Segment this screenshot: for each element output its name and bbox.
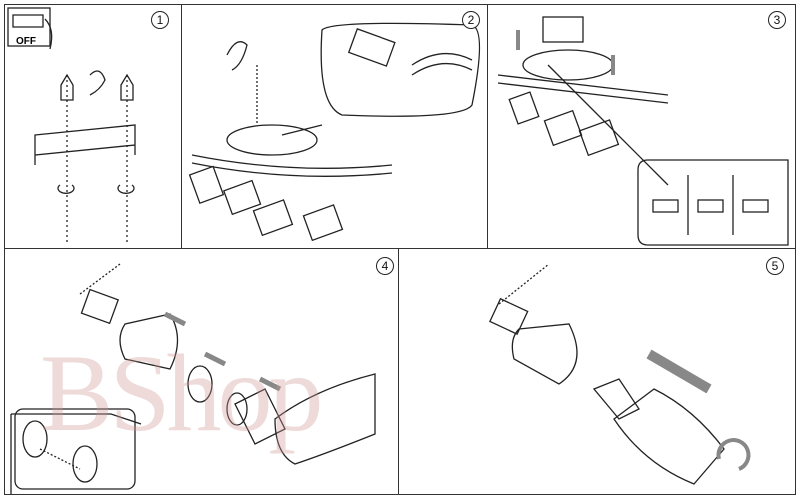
ring-detail-callout <box>14 408 136 490</box>
step-number-5: 5 <box>766 257 784 275</box>
step-5-panel: 5 <box>398 248 796 495</box>
shade-assembly-illustration <box>10 263 376 494</box>
shade <box>511 323 578 385</box>
canopy <box>226 124 318 156</box>
step-3-panel: 3 <box>487 4 796 249</box>
step-number-2: 2 <box>462 11 480 29</box>
fixing-detail-callout <box>637 159 789 246</box>
step-2-panel: 2 <box>181 4 488 249</box>
bracket-mounting-illustration <box>7 7 136 245</box>
step-number-3: 3 <box>768 11 786 29</box>
led-bulb <box>613 388 725 485</box>
step-1-panel: OFF 1 <box>4 4 182 249</box>
off-label: OFF <box>16 36 36 47</box>
wiring-detail-callout <box>320 22 481 117</box>
fixing-illustration <box>497 16 789 246</box>
terminal-block <box>347 28 396 67</box>
wiring-illustration <box>188 22 481 242</box>
step-number-4: 4 <box>376 257 394 275</box>
bulb-install-illustration <box>489 263 751 485</box>
step-4-panel: 4 <box>4 248 399 495</box>
glass-shade <box>119 313 179 370</box>
step-number-1: 1 <box>151 11 169 29</box>
hand <box>274 373 376 465</box>
